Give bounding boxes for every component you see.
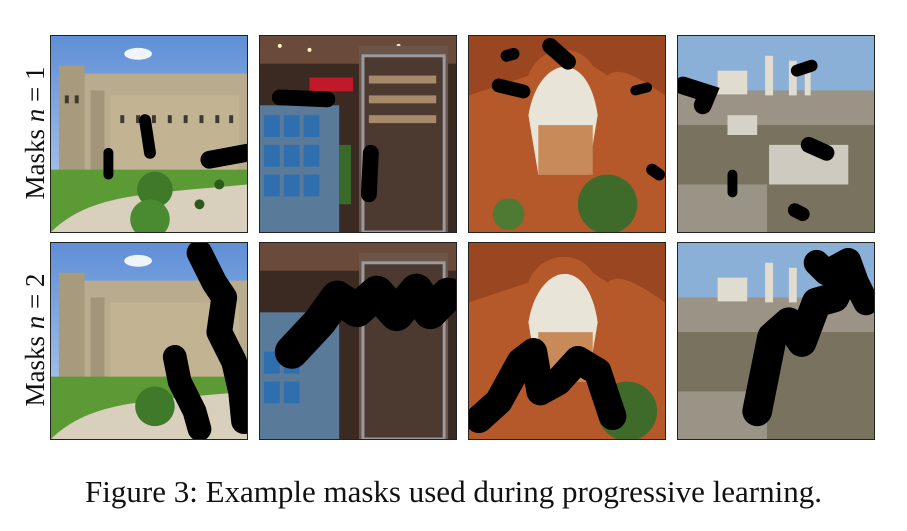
mask-strokes — [469, 338, 627, 434]
label-prefix: Masks — [20, 122, 50, 200]
rock-arch-image — [469, 243, 665, 439]
bookstore-photo-masked-n2 — [259, 242, 457, 440]
row-label-masks-n-2: Masks n = 2 — [20, 240, 50, 440]
ruins-image — [678, 36, 874, 232]
bookstore-photo-masked-n1 — [259, 35, 457, 233]
figure-caption: Figure 3: Example masks used during prog… — [85, 474, 822, 509]
ruins-photo-masked-n1 — [677, 35, 875, 233]
castle-image — [51, 243, 247, 439]
rock-arch-image — [469, 36, 665, 232]
label-var: n — [20, 315, 50, 330]
bookstore-image — [260, 243, 456, 439]
mask-strokes — [742, 247, 874, 427]
label-prefix: Masks — [20, 329, 50, 407]
castle-image — [51, 36, 247, 232]
bookstore-image — [260, 36, 456, 232]
mask-strokes — [271, 89, 379, 203]
row-label-masks-n-1: Masks n = 1 — [20, 33, 50, 233]
ruins-photo-masked-n2 — [677, 242, 875, 440]
mask-strokes — [678, 59, 835, 222]
mask-strokes — [162, 243, 247, 439]
mask-strokes — [103, 114, 247, 180]
label-var: n — [20, 108, 50, 123]
rock-arch-photo-masked-n2 — [468, 242, 666, 440]
mask-strokes — [491, 37, 665, 181]
castle-photo-masked-n1 — [50, 35, 248, 233]
rock-arch-photo-masked-n1 — [468, 35, 666, 233]
label-suffix: = 1 — [20, 66, 50, 109]
ruins-image — [678, 243, 874, 439]
castle-photo-masked-n2 — [50, 242, 248, 440]
label-suffix: = 2 — [20, 273, 50, 316]
mask-strokes — [274, 273, 456, 369]
